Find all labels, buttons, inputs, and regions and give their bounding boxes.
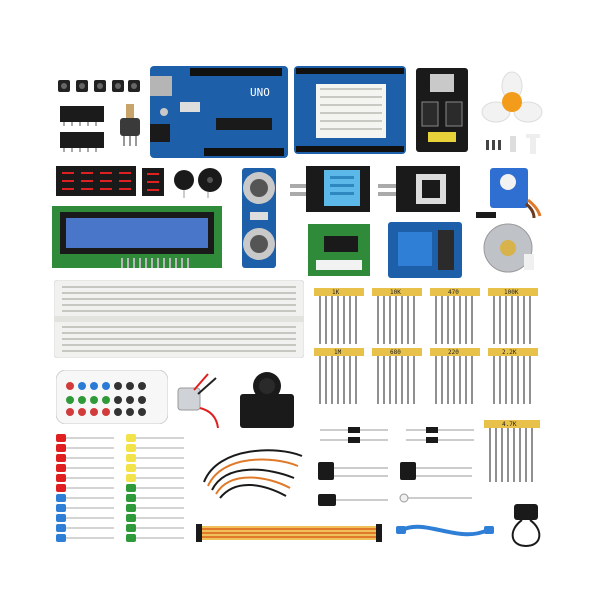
relay-module-blue <box>388 222 462 278</box>
relay-module-black <box>378 164 462 214</box>
prototype-shield <box>294 66 406 154</box>
potentiometer <box>116 104 144 150</box>
resistor-label-2: 10K <box>390 289 401 296</box>
dht11-sensor <box>290 164 370 214</box>
usb-cable <box>396 516 494 546</box>
servo-motor <box>480 160 544 218</box>
arduino-uno-board: UNO <box>150 66 288 158</box>
dc-motor <box>172 372 226 430</box>
board-label: UNO <box>250 86 270 99</box>
resistor-label-4: 100K <box>504 289 519 296</box>
buzzers <box>172 168 224 198</box>
resistor-pack-single: 4.7K <box>484 420 540 484</box>
joystick-module <box>238 370 296 432</box>
power-supply-module <box>416 68 468 152</box>
ribbon-jumper-wires <box>196 520 382 546</box>
leds-right-column <box>124 432 186 546</box>
transistors-and-diodes <box>318 424 478 514</box>
four-digit-7-segment-display <box>56 166 136 196</box>
servo-cable-connector <box>476 210 516 220</box>
ic-chips <box>58 104 108 154</box>
ultrasonic-sensor <box>236 168 282 268</box>
resistor-label-7: 220 <box>448 349 459 356</box>
resistor-label-8: 2.2K <box>502 349 517 356</box>
small-screws-and-arms <box>484 132 548 156</box>
ir-remote <box>56 370 168 424</box>
leds-left-column <box>54 432 116 546</box>
single-7-segment-display <box>142 168 164 196</box>
resistor-label-3: 470 <box>448 289 459 296</box>
resistor-packs: 1K 10K 470 100K 1M 680 220 2.2K <box>314 288 540 408</box>
push-buttons <box>58 76 140 96</box>
resistor-label-1: 1K <box>332 289 340 296</box>
fan-propeller <box>480 70 544 130</box>
stepper-driver-board <box>308 224 370 276</box>
resistor-label-5: 1M <box>334 349 342 356</box>
battery-clip <box>504 500 548 550</box>
jumper-wires-bundle <box>198 436 308 502</box>
resistor-label-9: 4.7K <box>502 421 517 428</box>
stepper-motor <box>480 220 536 278</box>
lcd-1602-module <box>52 206 222 268</box>
resistor-label-6: 680 <box>390 349 401 356</box>
breadboard <box>54 280 304 358</box>
